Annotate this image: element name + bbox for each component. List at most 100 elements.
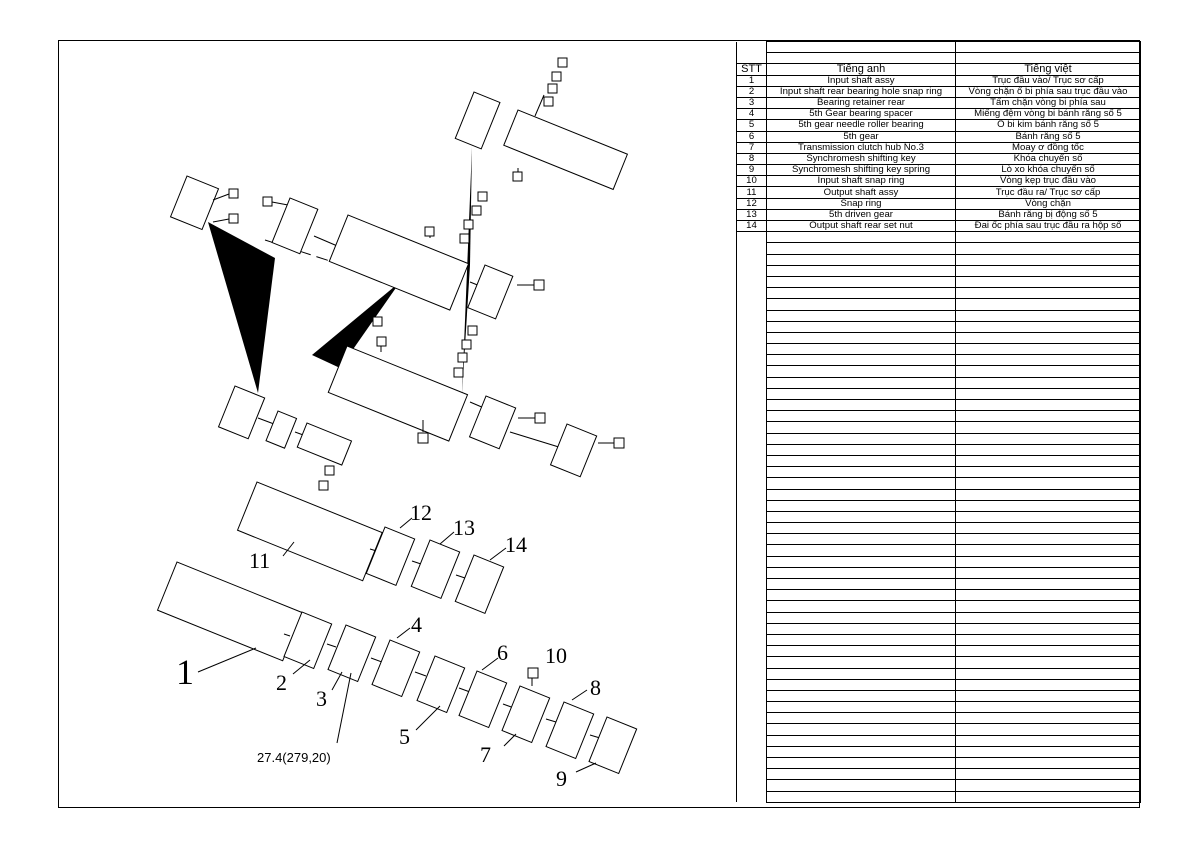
table-empty-row bbox=[736, 410, 1141, 423]
table-empty-row bbox=[736, 678, 1141, 691]
dimension-note: 27.4(279,20) bbox=[257, 750, 331, 765]
small-square-part bbox=[459, 233, 470, 244]
table-empty-row bbox=[736, 421, 1141, 434]
leader-line-7 bbox=[503, 733, 517, 747]
connector bbox=[257, 417, 275, 425]
table-cell bbox=[736, 679, 767, 691]
table-cell bbox=[955, 320, 1141, 333]
table-empty-row bbox=[736, 287, 1141, 300]
small-square-part bbox=[533, 279, 545, 291]
small-square-part bbox=[471, 205, 482, 216]
table-cell bbox=[766, 410, 956, 423]
clutch-hub-no3 bbox=[501, 685, 551, 744]
exploded-view-upper bbox=[169, 57, 629, 491]
table-cell bbox=[736, 578, 767, 590]
table-cell bbox=[766, 779, 956, 792]
table-empty-row bbox=[736, 253, 1141, 266]
table-cell bbox=[766, 454, 956, 468]
table-cell bbox=[736, 421, 767, 434]
table-cell bbox=[955, 410, 1141, 423]
table-empty-row bbox=[736, 756, 1141, 770]
table-empty-row bbox=[736, 779, 1141, 792]
table-cell bbox=[955, 779, 1141, 792]
small-square-part bbox=[557, 57, 568, 68]
table-cell-vietnamese: Vòng chặn ổ bi phía sau trục đầu vào bbox=[955, 85, 1141, 98]
table-cell-vietnamese: Trục đầu ra/ Trục sơ cấp bbox=[955, 186, 1141, 199]
table-cell bbox=[736, 768, 767, 780]
table-cell bbox=[736, 712, 767, 724]
table-cell-stt: 5 bbox=[736, 119, 767, 132]
upper-part-left-block bbox=[169, 175, 220, 231]
table-cell bbox=[766, 343, 956, 356]
shifting-key bbox=[545, 701, 595, 760]
table-cell bbox=[955, 611, 1141, 624]
table-cell bbox=[955, 287, 1141, 300]
small-square-part bbox=[461, 339, 472, 350]
table-spacer-row bbox=[736, 40, 1141, 54]
table-cell-english: 5th Gear bearing spacer bbox=[766, 108, 956, 121]
table-cell bbox=[736, 567, 767, 579]
table-cell-stt: 7 bbox=[736, 141, 767, 154]
leader-line-2 bbox=[292, 659, 311, 675]
table-empty-row bbox=[736, 499, 1141, 512]
table-cell-english: Transmission clutch hub No.3 bbox=[766, 141, 956, 154]
table-cell-stt: 8 bbox=[736, 152, 767, 166]
connector bbox=[212, 218, 230, 223]
table-spacer-row bbox=[736, 52, 1141, 65]
table-cell bbox=[955, 309, 1141, 322]
table-cell bbox=[736, 354, 767, 366]
needle-roller-bearing-5th bbox=[416, 655, 466, 714]
table-empty-row bbox=[736, 331, 1141, 345]
table-cell bbox=[736, 746, 767, 758]
table-empty-row bbox=[736, 231, 1141, 244]
table-cell-stt: 6 bbox=[736, 130, 767, 143]
table-cell bbox=[955, 555, 1141, 568]
table-cell bbox=[766, 320, 956, 333]
table-cell bbox=[736, 612, 767, 624]
callout-4: 4 bbox=[411, 612, 422, 637]
table-empty-row bbox=[736, 354, 1141, 367]
small-square-part bbox=[424, 226, 435, 237]
small-square-part bbox=[228, 213, 239, 224]
table-cell bbox=[736, 522, 767, 534]
table-cell bbox=[766, 622, 956, 635]
table-empty-row bbox=[736, 510, 1141, 524]
table-cell bbox=[736, 52, 767, 64]
table-empty-row bbox=[736, 745, 1141, 759]
table-cell-english: 5th gear needle roller bearing bbox=[766, 119, 956, 132]
table-cell bbox=[766, 611, 956, 624]
upper-part-block bbox=[217, 385, 266, 440]
table-empty-row bbox=[736, 454, 1141, 468]
connector bbox=[212, 193, 230, 201]
table-cell bbox=[736, 500, 767, 512]
table-cell bbox=[766, 734, 956, 747]
leader-line-3 bbox=[331, 671, 343, 691]
table-cell bbox=[736, 410, 767, 422]
table-empty-row bbox=[736, 645, 1141, 658]
table-cell bbox=[955, 40, 1141, 54]
table-cell bbox=[766, 298, 956, 311]
upper-part-block bbox=[549, 423, 598, 478]
table-cell bbox=[766, 701, 956, 714]
leader-line-11 bbox=[282, 541, 295, 557]
connector bbox=[509, 431, 563, 449]
upper-shaft-top-right bbox=[503, 109, 629, 191]
connector bbox=[370, 657, 383, 663]
callout-14: 14 bbox=[505, 532, 527, 557]
table-cell bbox=[766, 678, 956, 691]
callout-13: 13 bbox=[453, 515, 475, 540]
table-cell bbox=[766, 287, 956, 300]
table-empty-row bbox=[736, 477, 1141, 490]
table-empty-row bbox=[736, 466, 1141, 479]
table-cell bbox=[955, 264, 1141, 277]
table-cell bbox=[766, 566, 956, 580]
table-empty-row bbox=[736, 577, 1141, 591]
table-empty-row bbox=[736, 622, 1141, 635]
table-cell bbox=[736, 556, 767, 568]
connector bbox=[326, 643, 337, 648]
